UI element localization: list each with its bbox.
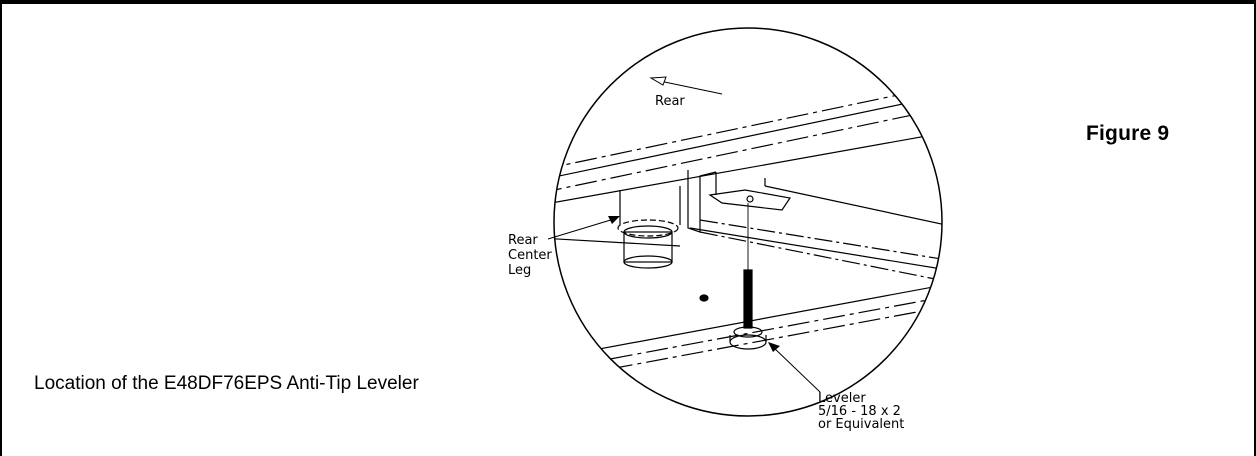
channel-hidden bbox=[699, 219, 942, 263]
detail-circle bbox=[553, 27, 943, 417]
leg-foot-bottom bbox=[623, 255, 673, 269]
channel-upper-edge bbox=[764, 185, 942, 229]
rear-arrow-head bbox=[649, 76, 667, 86]
leg-leader-arrow bbox=[608, 216, 620, 224]
detail-linework bbox=[554, 81, 942, 383]
top-rail-edge bbox=[554, 91, 942, 181]
floor-nut bbox=[699, 294, 709, 302]
channel-hidden-2 bbox=[699, 231, 942, 285]
figure-caption: Location of the E48DF76EPS Anti-Tip Leve… bbox=[34, 373, 419, 394]
leveler-bolt bbox=[743, 269, 753, 329]
mounting-plate bbox=[708, 189, 792, 211]
leg-label-line-2: Center bbox=[508, 248, 552, 263]
left-border bbox=[0, 0, 2, 456]
leg-label-line-3: Leg bbox=[508, 263, 531, 278]
top-rail-lower-edge bbox=[554, 129, 942, 206]
leg-label-line-1: Rear bbox=[508, 233, 538, 248]
leg-foot-top bbox=[623, 225, 673, 239]
plate-hole bbox=[746, 195, 754, 203]
leveler-label-line-2: 5/16 - 18 x 2 bbox=[818, 404, 901, 419]
leveler-label-line-1: Leveler bbox=[818, 391, 866, 406]
leg-leader-line bbox=[547, 218, 615, 240]
leveler-label-line-3: or Equivalent bbox=[818, 417, 904, 432]
bracket-side bbox=[687, 170, 717, 233]
rear-label: Rear bbox=[655, 94, 685, 109]
panel-edge bbox=[554, 237, 681, 247]
top-border bbox=[0, 0, 1256, 4]
leveler-leader-arrow bbox=[768, 342, 780, 352]
leg-top-hidden bbox=[617, 219, 679, 237]
leveler-nut bbox=[733, 326, 763, 338]
top-rail-hidden-2 bbox=[554, 104, 942, 194]
leveler-leader-line bbox=[771, 345, 821, 393]
top-rail-hidden bbox=[554, 81, 942, 171]
figure-number: Figure 9 bbox=[1086, 122, 1170, 145]
channel-lower-edge bbox=[689, 227, 942, 273]
rear-arrow-line bbox=[654, 79, 723, 95]
right-border bbox=[1254, 0, 1256, 456]
leg-foot bbox=[623, 231, 673, 263]
